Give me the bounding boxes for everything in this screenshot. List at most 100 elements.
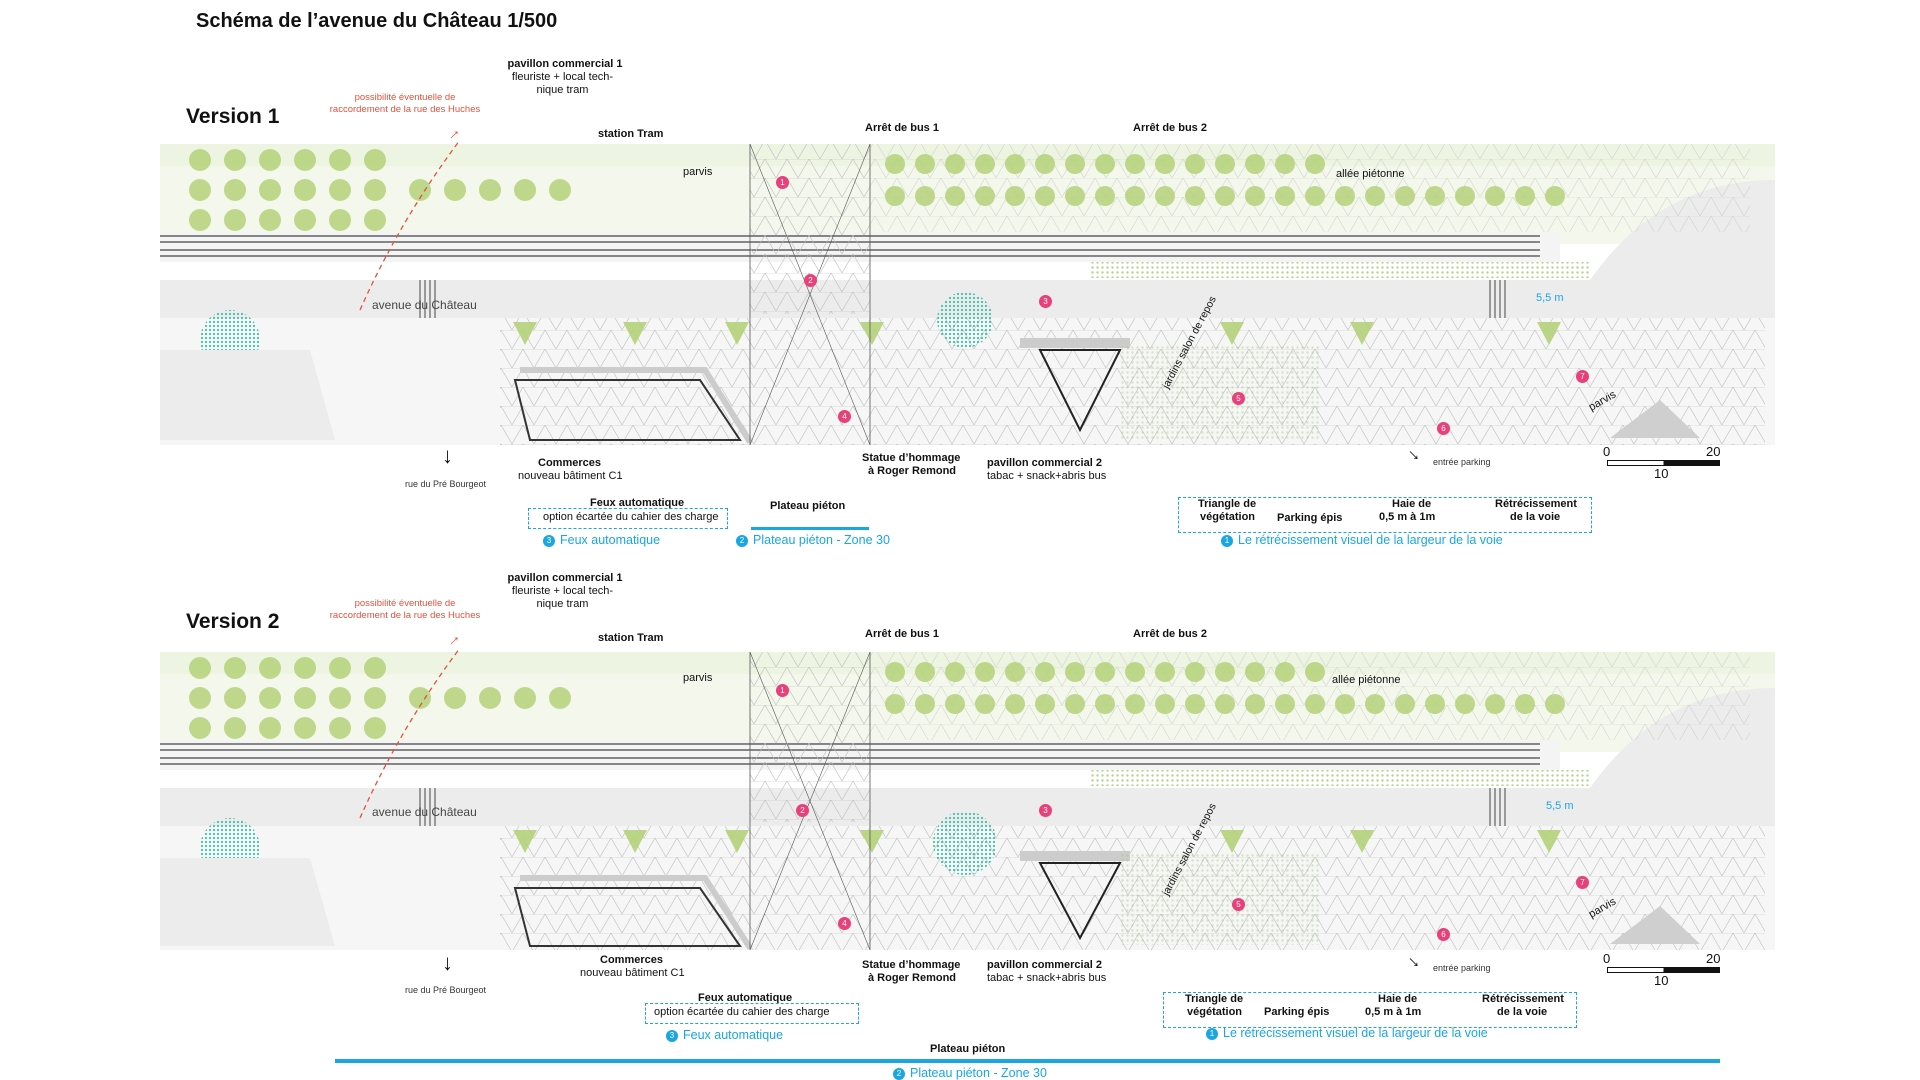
page-title: Schéma de l’avenue du Château 1/500 bbox=[196, 10, 558, 32]
marker: 7 bbox=[1576, 370, 1589, 383]
version-title: Version 1 bbox=[186, 105, 280, 128]
marker: 2 bbox=[796, 804, 809, 817]
marker: 4 bbox=[838, 410, 851, 423]
marker: 6 bbox=[1437, 928, 1450, 941]
pavillon2-title: pavillon commercial 2 bbox=[987, 457, 1102, 469]
feux-dashbox bbox=[645, 1003, 859, 1024]
arrow-diag-icon: ↑ bbox=[1404, 445, 1425, 467]
plateau-bar bbox=[335, 1059, 1720, 1063]
retrec-label-2: de la voie bbox=[1497, 1006, 1548, 1018]
retrec-label: Rétrécissement bbox=[1495, 498, 1577, 510]
arret-bus-2-label: Arrêt de bus 2 bbox=[1133, 122, 1207, 134]
triangle-label-2: végétation bbox=[1187, 1006, 1243, 1018]
commerces-sub: nouveau bâtiment C1 bbox=[518, 470, 623, 482]
pavillon1-title: pavillon commercial 1 bbox=[507, 58, 623, 70]
arrow-diag-icon: ↑ bbox=[1404, 952, 1425, 974]
arret-bus-1-label: Arrêt de bus 1 bbox=[865, 628, 939, 640]
entree-parking-label: entrée parking bbox=[1433, 457, 1491, 467]
station-tram-label: station Tram bbox=[598, 632, 664, 644]
pavillon2-title: pavillon commercial 2 bbox=[987, 959, 1102, 971]
avenue-label: avenue du Château bbox=[372, 298, 477, 312]
pavillon1-sub: fleuriste + local tech- nique tram bbox=[511, 71, 614, 96]
rue-pre-label: rue du Pré Bourgeot bbox=[405, 479, 487, 489]
plateau-bar bbox=[751, 527, 869, 530]
triangle-label: Triangle de bbox=[1198, 498, 1257, 510]
feux-dashbox bbox=[528, 508, 728, 529]
scale-10: 10 bbox=[1654, 466, 1669, 481]
statue-label: Statue d’hommage bbox=[862, 452, 961, 464]
pavillon1-sub: fleuriste + local tech- nique tram bbox=[511, 585, 614, 610]
parking-epis-label: Parking épis bbox=[1277, 512, 1343, 524]
haie-label: Haie de bbox=[1392, 498, 1432, 510]
arret-bus-1-label: Arrêt de bus 1 bbox=[865, 122, 939, 134]
entree-parking-label: entrée parking bbox=[1433, 963, 1491, 973]
haie-label-2: 0,5 m à 1m bbox=[1365, 1006, 1422, 1018]
commerces-sub: nouveau bâtiment C1 bbox=[580, 967, 685, 979]
largeur-label: 5,5 m bbox=[1546, 800, 1574, 812]
jardins-label: jardins salon de repos bbox=[1160, 801, 1219, 898]
scale-0: 0 bbox=[1603, 951, 1611, 966]
avenue-label: avenue du Château bbox=[372, 805, 477, 819]
largeur-label: 5,5 m bbox=[1536, 292, 1564, 304]
version-title: Version 2 bbox=[186, 610, 280, 633]
scale-bar bbox=[1607, 967, 1720, 973]
pavillon2-sub: tabac + snack+abris bus bbox=[987, 972, 1107, 984]
commerces-title: Commerces bbox=[538, 457, 601, 469]
feux-title: Feux automatique bbox=[698, 992, 793, 1004]
plateau-label: Plateau piéton bbox=[770, 500, 846, 512]
arret-bus-2-label: Arrêt de bus 2 bbox=[1133, 628, 1207, 640]
marker: 5 bbox=[1232, 392, 1245, 405]
retrec-dashbox bbox=[1178, 497, 1592, 533]
triangle-label-2: végétation bbox=[1200, 511, 1256, 523]
feux-sub: option écartée du cahier des charge bbox=[543, 511, 719, 523]
rue-pre-label: rue du Pré Bourgeot bbox=[405, 985, 487, 995]
allee-pietonne-label: allée piétonne bbox=[1336, 168, 1405, 180]
possibilite-label: possibilité éventuelle de raccordement d… bbox=[329, 92, 481, 115]
statue-label-2: à Roger Remond bbox=[868, 465, 957, 477]
marker: 2 bbox=[804, 274, 817, 287]
allee-pietonne-label: allée piétonne bbox=[1332, 674, 1401, 686]
marker: 5 bbox=[1232, 898, 1245, 911]
retrec-dashbox bbox=[1163, 992, 1577, 1028]
pavillon2-sub: tabac + snack+abris bus bbox=[987, 470, 1107, 482]
scale-10: 10 bbox=[1654, 973, 1669, 988]
parvis2-label: parvis bbox=[1586, 895, 1619, 921]
marker: 3 bbox=[1039, 295, 1052, 308]
marker: 3 bbox=[1039, 804, 1052, 817]
scale-0: 0 bbox=[1603, 444, 1611, 459]
haie-label: Haie de bbox=[1378, 993, 1418, 1005]
marker: 1 bbox=[776, 176, 789, 189]
parking-epis-label: Parking épis bbox=[1264, 1006, 1330, 1018]
plan-drawing bbox=[160, 140, 1775, 445]
scale-bar bbox=[1607, 460, 1720, 466]
plateau-label: Plateau piéton bbox=[930, 1043, 1006, 1055]
marker: 1 bbox=[776, 684, 789, 697]
station-tram-label: station Tram bbox=[598, 128, 664, 140]
version-1-section: Version 1 bbox=[160, 58, 1775, 547]
legend-number: 1 bbox=[1206, 1028, 1218, 1040]
parvis-label: parvis bbox=[683, 166, 713, 178]
legend-number: 1 bbox=[1221, 535, 1233, 547]
scale-20: 20 bbox=[1706, 444, 1721, 459]
statue-label-2: à Roger Remond bbox=[868, 972, 957, 984]
scale-20: 20 bbox=[1706, 951, 1721, 966]
legend-number: 3 bbox=[666, 1030, 678, 1042]
possibilite-label: possibilité éventuelle de raccordement d… bbox=[329, 598, 481, 621]
marker: 7 bbox=[1576, 876, 1589, 889]
haie-label-2: 0,5 m à 1m bbox=[1379, 511, 1436, 523]
arrow-down-icon: ↓ bbox=[442, 950, 453, 975]
triangle-label: Triangle de bbox=[1185, 993, 1244, 1005]
feux-sub: option écartée du cahier des charge bbox=[654, 1006, 830, 1018]
retrec-label: Rétrécissement bbox=[1482, 993, 1564, 1005]
legend-number: 2 bbox=[893, 1068, 905, 1080]
feux-title: Feux automatique bbox=[590, 497, 685, 509]
pavillon1-title: pavillon commercial 1 bbox=[507, 572, 623, 584]
retrec-label-2: de la voie bbox=[1510, 511, 1561, 523]
legend-number: 2 bbox=[736, 535, 748, 547]
